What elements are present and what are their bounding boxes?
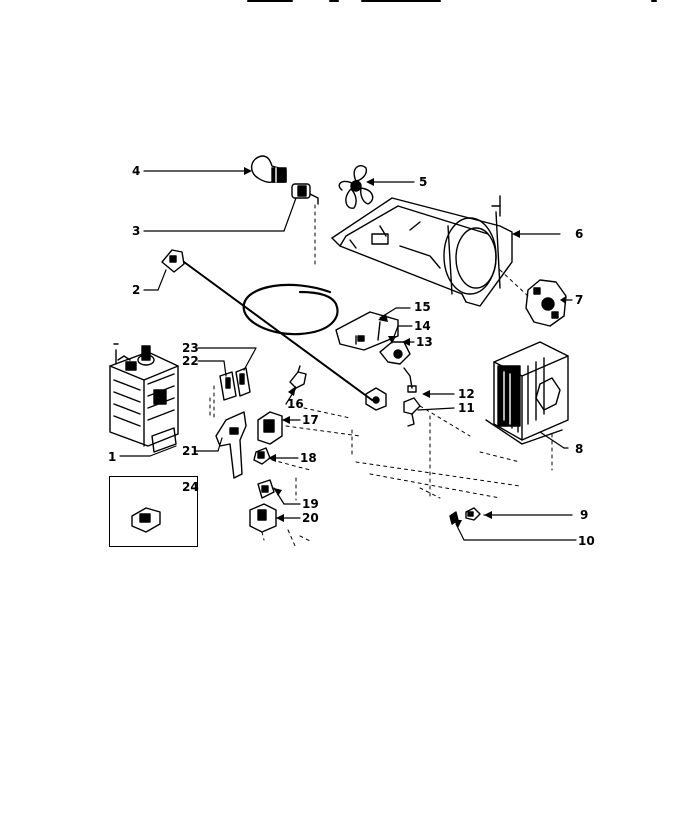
lamp-bulb bbox=[251, 155, 287, 183]
part-label-9: 9 bbox=[580, 508, 589, 522]
part-label-22: 22 bbox=[182, 354, 199, 368]
magnetron bbox=[109, 343, 179, 453]
part-label-18: 18 bbox=[300, 451, 317, 465]
part-label-23: 23 bbox=[182, 341, 199, 355]
high-voltage-transformer bbox=[485, 341, 569, 471]
part-label-5: 5 bbox=[419, 175, 428, 189]
part-label-8: 8 bbox=[575, 442, 584, 456]
screw-and-clip bbox=[449, 507, 481, 525]
thermal-switch bbox=[403, 385, 471, 437]
leader-arrowheads bbox=[244, 167, 566, 528]
part-label-19: 19 bbox=[302, 497, 319, 511]
power-cord bbox=[161, 249, 387, 411]
part-label-24: 24 bbox=[182, 480, 199, 494]
small-clip bbox=[289, 365, 307, 389]
part-24-inset-box bbox=[109, 476, 198, 547]
part-label-4: 4 bbox=[132, 164, 141, 178]
replacement-part-24 bbox=[131, 507, 161, 533]
part-label-21: 21 bbox=[182, 444, 199, 458]
fan-motor bbox=[499, 269, 567, 327]
part-label-13: 13 bbox=[416, 335, 433, 349]
part-label-15: 15 bbox=[414, 300, 431, 314]
part-label-17: 17 bbox=[302, 413, 319, 427]
door-switch bbox=[257, 411, 283, 445]
part-label-12: 12 bbox=[458, 387, 475, 401]
part-label-20: 20 bbox=[302, 511, 319, 525]
fan-housing bbox=[331, 195, 513, 307]
fuse-holders bbox=[213, 367, 251, 421]
part-label-7: 7 bbox=[575, 293, 584, 307]
assembly-guide-lines bbox=[209, 397, 521, 501]
part-label-6: 6 bbox=[575, 227, 584, 241]
lamp-socket bbox=[291, 183, 319, 269]
part-label-14: 14 bbox=[414, 319, 431, 333]
switch-mounting-bracket bbox=[215, 411, 247, 479]
switch-assembly-lower bbox=[249, 479, 313, 549]
interlock-bracket bbox=[335, 311, 413, 389]
part-label-3: 3 bbox=[132, 224, 141, 238]
part-label-10: 10 bbox=[578, 534, 595, 548]
part-label-11: 11 bbox=[458, 401, 475, 415]
part-label-16: 16 bbox=[287, 397, 304, 411]
part-label-1: 1 bbox=[108, 450, 117, 464]
leader-lines bbox=[119, 170, 577, 541]
diode bbox=[253, 447, 271, 465]
part-label-2: 2 bbox=[132, 283, 141, 297]
fan-blade bbox=[338, 164, 374, 209]
